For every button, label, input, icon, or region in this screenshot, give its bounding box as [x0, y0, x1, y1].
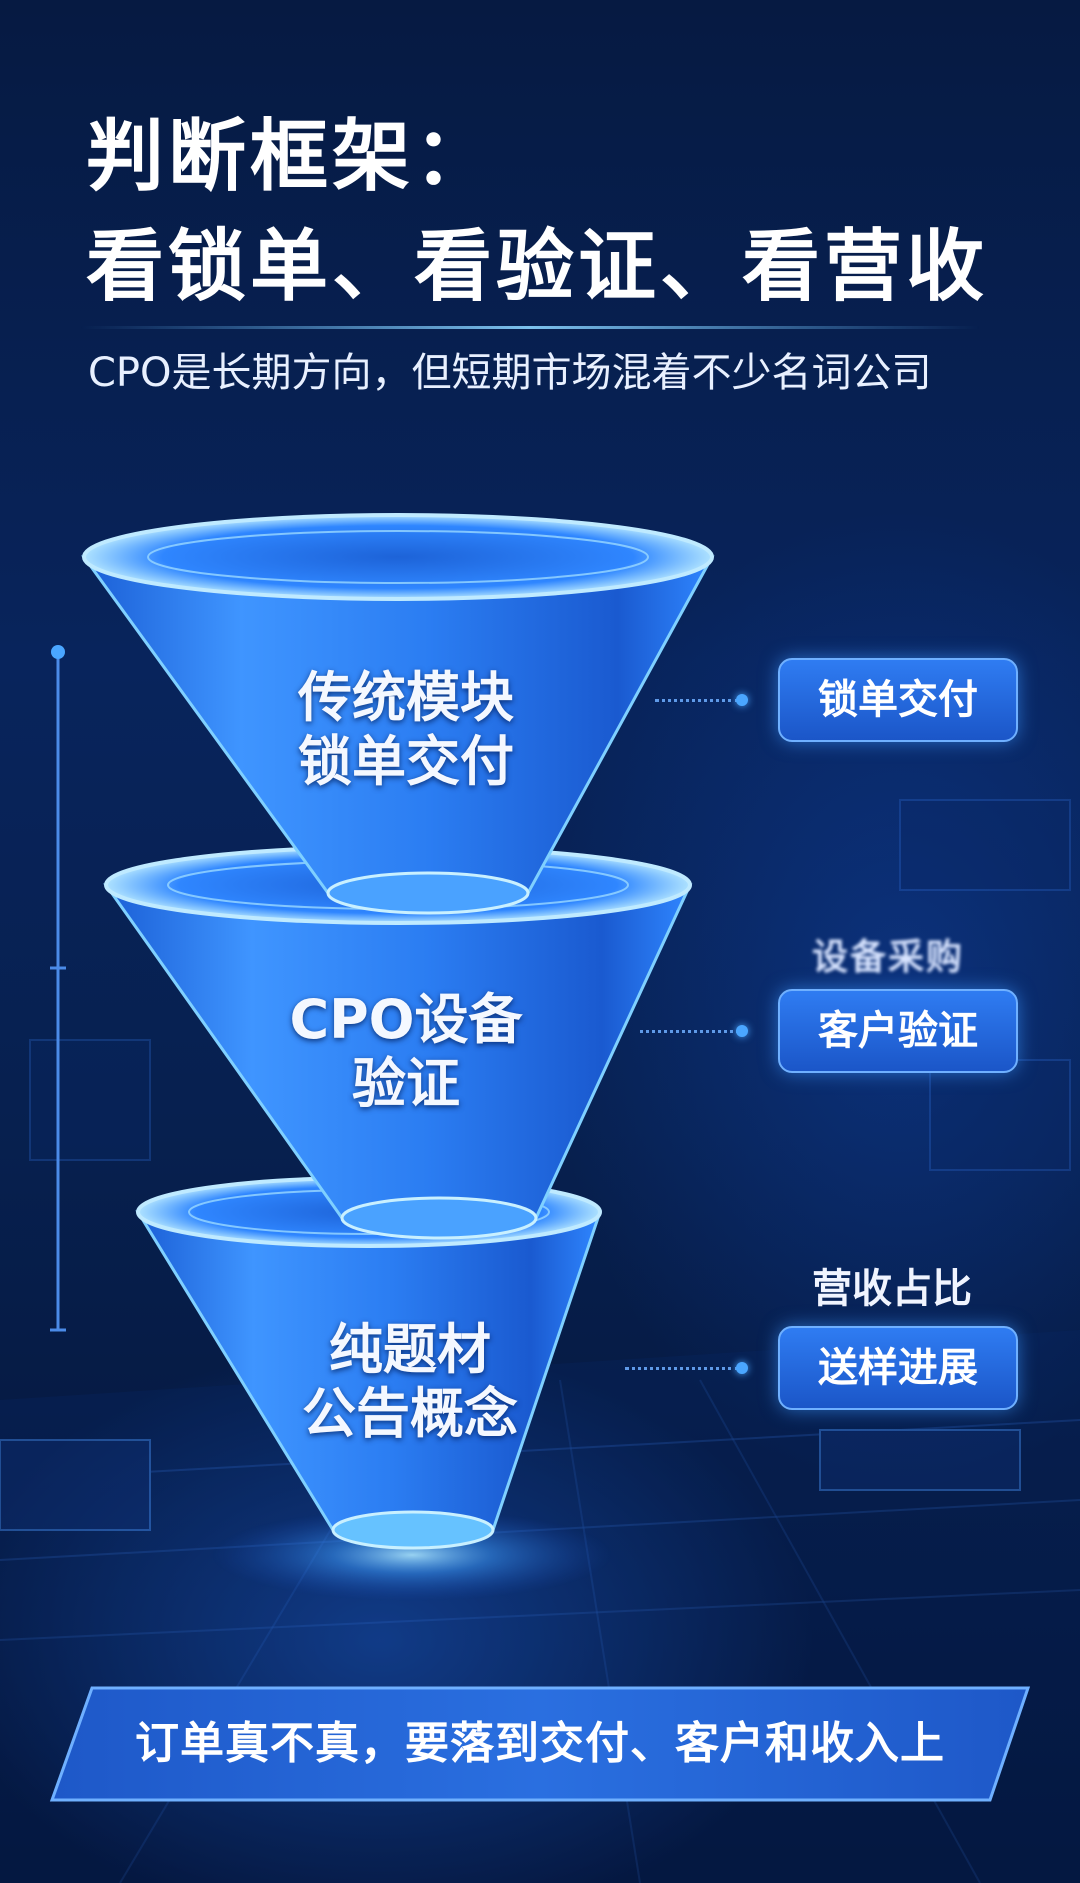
connector-2 [640, 1030, 739, 1033]
footer-banner: 订单真不真，要落到交付、客户和收入上 [60, 1688, 1020, 1800]
tag-sample-progress: 送样进展 [778, 1326, 1018, 1410]
tier-2-line-2: 验证 [352, 1052, 460, 1115]
tag-lock-delivery: 锁单交付 [778, 658, 1018, 742]
tier-3-line-1: 纯题材 [329, 1318, 491, 1381]
funnel-tier-1 [81, 513, 715, 915]
base-glow [212, 1509, 612, 1601]
tier-2-line-1: CPO设备 [289, 988, 523, 1051]
tier-1-line-2: 锁单交付 [298, 730, 514, 793]
tier-3-line-2: 公告概念 [302, 1382, 518, 1445]
tier-2-label: CPO设备 验证 [226, 988, 586, 1116]
tier-1-label: 传统模块 锁单交付 [226, 666, 586, 794]
connector-dot-3 [736, 1362, 748, 1374]
footer-banner-shape [49, 1686, 1031, 1802]
tag-customer-verification: 客户验证 [778, 989, 1018, 1073]
left-scale-dot-top [51, 645, 65, 659]
subtitle: CPO是长期方向，但短期市场混着不少名词公司 [88, 350, 932, 396]
connector-dot-1 [736, 694, 748, 706]
connector-dot-2 [736, 1025, 748, 1037]
tier-3-label: 纯题材 公告概念 [230, 1318, 590, 1446]
tier-1-line-1: 传统模块 [298, 666, 514, 729]
connector-3 [625, 1367, 739, 1370]
footer-banner-text: 订单真不真，要落到交付、客户和收入上 [135, 1718, 945, 1769]
revenue-share-note: 营收占比 [812, 1266, 972, 1312]
connector-1 [655, 699, 739, 702]
garbled-note: 设备采购 [812, 937, 965, 978]
title-line-1: 判断框架： [86, 112, 497, 202]
title-line-2: 看锁单、看验证、看营收 [86, 222, 989, 312]
header-divider [80, 326, 980, 329]
